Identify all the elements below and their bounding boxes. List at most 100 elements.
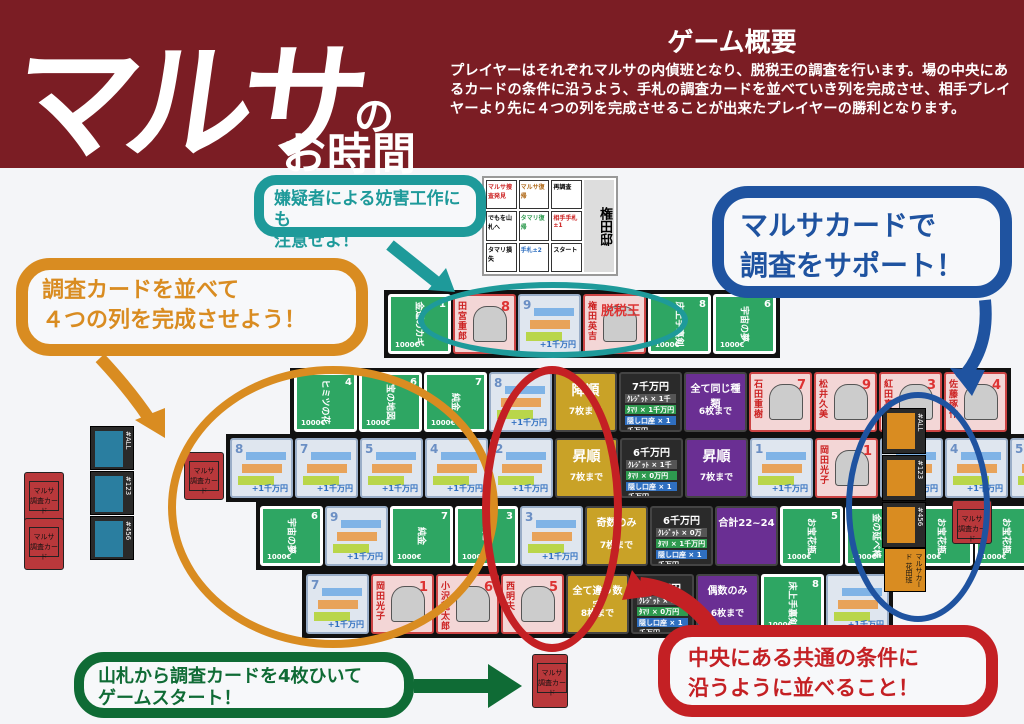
investigation-card[interactable]: 4+1千万円 bbox=[425, 438, 488, 498]
condition-title: 7千万円 bbox=[632, 382, 669, 393]
callout-game-start: 山札から調査カードを4枚ひいて ゲームスタート！ bbox=[74, 652, 414, 718]
condition-line: ﾀﾏﾘ × 0万円 bbox=[637, 607, 688, 616]
investigation-card[interactable]: 5+1千万円 bbox=[1010, 438, 1024, 498]
draw-deck[interactable]: マルサ 調査カード bbox=[24, 518, 64, 570]
card-number: 8 bbox=[812, 579, 819, 590]
condition-title: 6千万円 bbox=[663, 516, 700, 527]
card-number: 2 bbox=[495, 442, 504, 456]
draw-deck[interactable]: マルサ 調査カード bbox=[24, 472, 64, 524]
card-number: 7 bbox=[475, 377, 482, 388]
card-number: 4 bbox=[430, 442, 439, 456]
card-bar bbox=[1018, 476, 1024, 485]
investigation-card[interactable]: 8 +1千万円 bbox=[489, 372, 552, 432]
condition-line: 隠し口座 × 1千万円 bbox=[625, 416, 676, 430]
agent-card[interactable]: #123 bbox=[90, 471, 134, 515]
investigation-card[interactable]: 7+1千万円 bbox=[306, 574, 369, 634]
condition-card[interactable]: 合計22~24 bbox=[715, 506, 778, 566]
condition-sub: 7枚まで bbox=[699, 473, 734, 483]
callout-complete-rows: 調査カードを並べて ４つの列を完成させよう！ bbox=[16, 258, 368, 356]
board-cell: 手札±2 bbox=[518, 242, 550, 272]
condition-title: 降順 bbox=[571, 383, 600, 399]
card-bar bbox=[238, 476, 274, 485]
card-bar bbox=[368, 476, 404, 485]
card-value: 1000€ bbox=[397, 553, 422, 561]
player-deck[interactable]: マルサ 調査カード bbox=[184, 452, 224, 500]
card-bar bbox=[246, 452, 286, 460]
agent-photo bbox=[887, 413, 915, 449]
logo-subtitle: お時間 bbox=[282, 129, 417, 180]
investigation-card[interactable]: 9+1千万円 bbox=[518, 294, 581, 354]
card-number: 8 bbox=[699, 299, 706, 310]
card-value: 1000€ bbox=[720, 341, 745, 349]
card-reward: +1千万円 bbox=[848, 619, 884, 630]
agent-card[interactable]: #ALL bbox=[90, 426, 134, 470]
card-reward: +1千万円 bbox=[316, 484, 353, 493]
investigation-card[interactable]: 7+1千万円 bbox=[295, 438, 358, 498]
agent-card[interactable]: #123 bbox=[882, 455, 926, 501]
investigation-card[interactable]: 1+1千万円 bbox=[750, 438, 813, 498]
card-reward: +1千万円 bbox=[510, 418, 547, 427]
overview-text: プレイヤーはそれぞれマルサの内偵班となり、脱税王の調査を行います。場の中央にある… bbox=[450, 63, 1011, 117]
agent-card[interactable]: #456 bbox=[882, 502, 926, 548]
card-number: 1 bbox=[755, 442, 764, 456]
condition-title: 合計22~24 bbox=[718, 518, 775, 529]
card-bar bbox=[530, 320, 570, 329]
agent-photo bbox=[887, 507, 915, 543]
deck-label: マルサ 調査カード bbox=[29, 481, 59, 515]
condition-line: ﾀﾏﾘ × 1千万円 bbox=[656, 539, 707, 548]
suspect-portrait bbox=[769, 384, 803, 420]
card-bar bbox=[502, 464, 542, 473]
card-bar bbox=[311, 452, 351, 460]
card-bar bbox=[536, 520, 576, 528]
card-number: 1 bbox=[439, 299, 446, 310]
card-number: 7 bbox=[311, 578, 320, 592]
card-value: 1000€ bbox=[267, 553, 292, 561]
marusa-card[interactable]: マルサカード 花田班 bbox=[884, 548, 926, 592]
agent-card[interactable]: #ALL bbox=[882, 408, 926, 454]
logo-particle: の bbox=[354, 94, 394, 140]
suspect-name: 岡田光子 bbox=[376, 582, 386, 622]
card-bar bbox=[337, 532, 377, 541]
condition-title: 昇順 bbox=[702, 449, 731, 465]
suspect-name: 石田重樹 bbox=[754, 380, 764, 420]
card-bar bbox=[307, 464, 347, 473]
condition-title: 6千万円 bbox=[633, 448, 670, 459]
card-bar bbox=[303, 476, 339, 485]
card-number: 1 bbox=[418, 580, 428, 595]
investigation-card[interactable]: 8+1千万円 bbox=[230, 438, 293, 498]
card-number: 8 bbox=[494, 376, 503, 390]
card-value: 1000€ bbox=[982, 553, 1007, 561]
card-number: 8 bbox=[235, 442, 244, 456]
investigation-card[interactable]: 3+1千万円 bbox=[520, 506, 583, 566]
card-bar bbox=[953, 476, 989, 485]
agent-card[interactable]: #456 bbox=[90, 516, 134, 560]
investigation-card[interactable]: 4+1千万円 bbox=[945, 438, 1008, 498]
board-cell: 再調査 bbox=[551, 180, 582, 210]
suspect-card[interactable]: 岡田光子 1 bbox=[371, 574, 434, 634]
agent-photo bbox=[887, 460, 915, 496]
start-deck[interactable]: マルサ 調査カード bbox=[532, 654, 568, 708]
condition-title: 昇順 bbox=[572, 449, 601, 465]
condition-card[interactable]: 昇順 7枚まで bbox=[685, 438, 748, 498]
card-number: 9 bbox=[861, 378, 871, 393]
card-reward: +1千万円 bbox=[539, 340, 576, 349]
investigation-card[interactable]: 9+1千万円 bbox=[325, 506, 388, 566]
card-value: 1000€ bbox=[787, 553, 812, 561]
condition-sub: 8枚まで bbox=[580, 609, 615, 619]
investigation-card[interactable]: 5+1千万円 bbox=[360, 438, 423, 498]
card-bar bbox=[372, 464, 412, 473]
